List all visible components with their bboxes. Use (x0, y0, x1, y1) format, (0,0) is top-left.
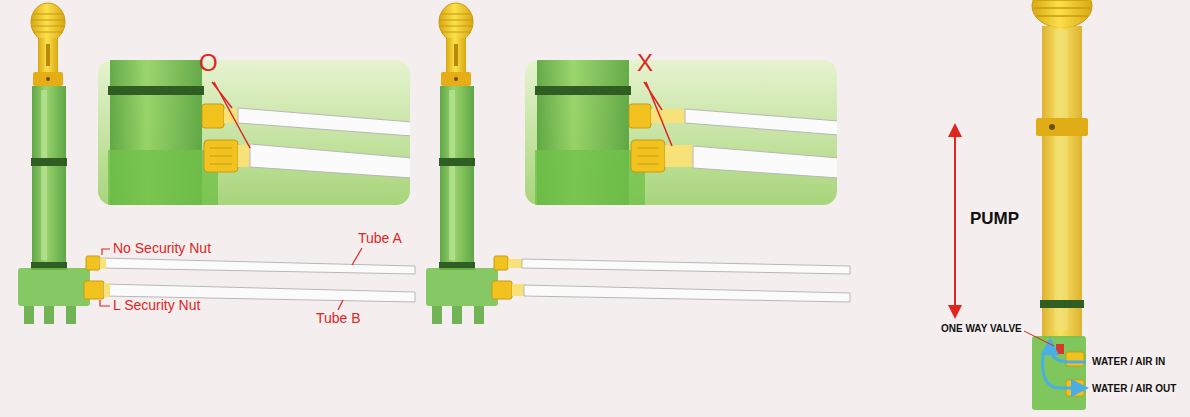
flow-label: WATER / AIR IN (1091, 356, 1166, 367)
part-label: Tube A (358, 231, 402, 246)
mark-label: X (637, 50, 653, 76)
section-label: PUMP (970, 210, 1019, 229)
part-label: No Security Nut (113, 241, 211, 256)
flow-label: WATER / AIR OUT (1091, 383, 1177, 394)
part-label: Tube B (316, 311, 361, 326)
part-label: ONE WAY VALVE (940, 323, 1023, 334)
part-label: L Security Nut (113, 298, 200, 313)
mark-label: O (199, 50, 218, 76)
